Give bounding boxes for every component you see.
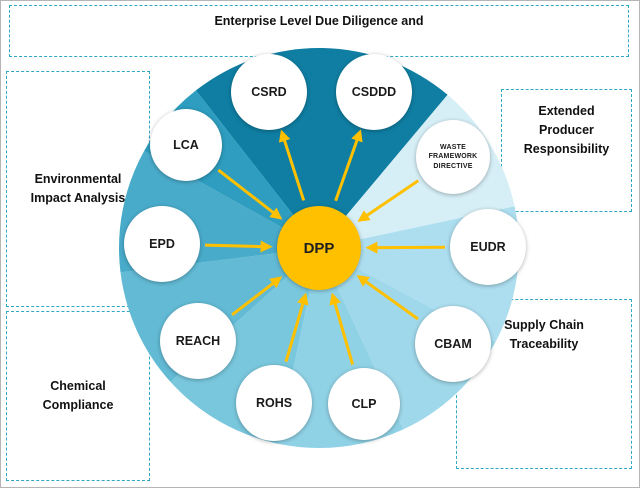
pie-arrows — [204, 129, 446, 366]
arrow-cbam — [356, 275, 419, 321]
category-label-supply-chain-traceability: Supply Chain Traceability — [504, 318, 584, 351]
arrow-csddd — [334, 129, 363, 202]
arrow-reach — [231, 276, 283, 316]
category-label-extended-producer-responsibility: Extended Producer Responsibility — [523, 104, 610, 156]
arrow-epd — [204, 240, 273, 253]
arrow-waste — [357, 179, 420, 222]
category-label-enterprise: Enterprise Level Due Diligence and — [214, 14, 424, 28]
pie-sector-cbam — [319, 248, 496, 430]
center-node-dpp: DPP — [277, 206, 361, 290]
arrow-lca — [217, 168, 283, 220]
category-box-supply-chain-traceability: Supply Chain Traceability — [456, 299, 632, 469]
category-box-environmental: Environmental Impact Analysis — [6, 71, 150, 307]
category-label-environmental: Environmental Impact Analysis — [30, 172, 126, 205]
arrow-rohs — [284, 292, 309, 363]
category-label-chemical-compliance: Chemical Compliance — [42, 379, 114, 412]
arrow-csrd — [278, 129, 306, 201]
category-box-extended-producer-responsibility: Extended Producer Responsibility — [501, 89, 632, 212]
arrow-clp — [329, 292, 355, 366]
category-box-chemical-compliance: Chemical Compliance — [6, 311, 150, 481]
